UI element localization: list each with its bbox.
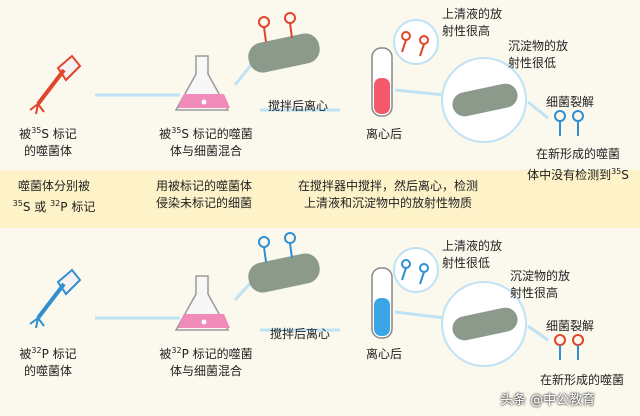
label-flask-top: 被35S 标记的噬菌 体与细菌混合 xyxy=(159,126,253,158)
supernatant-bottom-icon xyxy=(393,247,439,293)
label-lysis-top: 细菌裂解 xyxy=(546,95,595,109)
phage-35s-icon xyxy=(29,54,82,115)
step-1-text: 噬菌体分别被 35S 或 32P 标记 xyxy=(12,179,96,214)
tube-bottom-icon xyxy=(371,267,393,339)
arrow-top-4 xyxy=(394,88,446,97)
label-centrifuge-bottom: 离心后 xyxy=(366,347,403,361)
bacterium-top-icon xyxy=(248,12,320,73)
step-3-text: 在搅拌器中搅拌，然后离心，检测上清液和沉淀物中的放射性物质 xyxy=(297,179,478,210)
flask-bottom-icon xyxy=(174,275,230,331)
arrow-bottom-5 xyxy=(527,324,549,342)
label-phage-32p: 被32P 标记 的噬菌体 xyxy=(19,346,77,378)
label-result-bottom: 在新形成的噬菌 xyxy=(540,373,625,387)
sediment-top-icon xyxy=(441,57,527,143)
step-band xyxy=(0,170,640,228)
daughter-phages-bottom-icon xyxy=(554,334,584,360)
label-result-top: 在新形成的噬菌 体中没有检测到35S xyxy=(527,147,629,182)
supernatant-top-icon xyxy=(393,19,439,65)
watermark: 头条 @中公教育 xyxy=(500,393,596,408)
label-sediment-bottom: 沉淀物的放射性很高 xyxy=(510,269,571,300)
sediment-bottom-icon xyxy=(441,281,527,367)
label-sediment-top: 沉淀物的放射性很低 xyxy=(508,39,569,70)
bacterium-bottom-icon xyxy=(248,232,320,293)
phage-32p-icon xyxy=(29,268,82,329)
label-phage-35s: 被35S 标记 的噬菌体 xyxy=(19,126,77,158)
label-centrifuge-top: 离心后 xyxy=(366,127,403,141)
step-2-text: 用被标记的噬菌体侵染未标记的细菌 xyxy=(155,179,252,210)
label-stir-top: 搅拌后离心 xyxy=(268,99,329,113)
daughter-phages-top-icon xyxy=(554,110,584,136)
label-supernatant-bottom: 上清液的放射性很低 xyxy=(442,239,503,270)
label-stir-bottom: 搅拌后离心 xyxy=(270,327,331,341)
label-lysis-bottom: 细菌裂解 xyxy=(546,319,595,333)
label-flask-bottom: 被32P 标记的噬菌 体与细菌混合 xyxy=(159,346,253,378)
tube-top-icon xyxy=(371,47,393,117)
label-supernatant-top: 上清液的放射性很高 xyxy=(442,7,503,38)
arrow-bottom-4 xyxy=(394,310,446,320)
arrow-top-5 xyxy=(527,100,549,120)
flask-top-icon xyxy=(174,55,230,111)
